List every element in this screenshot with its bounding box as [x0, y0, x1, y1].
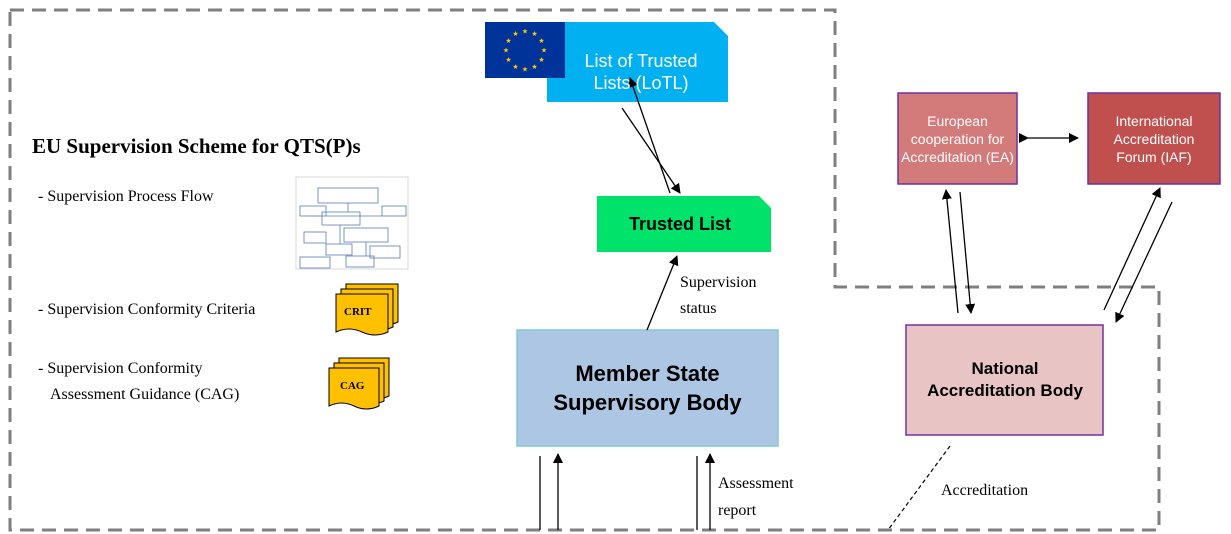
- eu-star: ★: [522, 28, 528, 36]
- supervision-status-label-line2: status: [680, 300, 717, 317]
- supervision-status-label-line1: Supervision: [680, 274, 757, 291]
- eu-star: ★: [505, 56, 511, 64]
- nab-to-iaf-arrow: [1103, 187, 1161, 311]
- bullet-conformity-assessment-line2: Assessment Guidance (CAG): [50, 386, 240, 403]
- bullet-conformity-criteria: - Supervision Conformity Criteria: [38, 301, 256, 318]
- eu-star: ★: [512, 63, 518, 71]
- lotl-label: List of Trusted Lists (LoTL): [584, 51, 698, 93]
- accreditation-dashed-line: [887, 445, 951, 531]
- assessment-report-label-line1: Assessment: [718, 475, 794, 492]
- nab-to-ea-arrow: [941, 189, 959, 314]
- nab-label: National Accreditation Body: [927, 359, 1083, 400]
- eu-scope-dashed-border: [8, 8, 1161, 532]
- trusted-list-shape: [597, 196, 771, 252]
- lotl-to-trusted-list-arrow: [621, 107, 681, 194]
- eu-flag-icon: ★★★★★★★★★★★★: [485, 22, 565, 78]
- eu-star: ★: [505, 37, 511, 45]
- trusted-list-label: Trusted List: [628, 213, 731, 234]
- accreditation-label: Accreditation: [941, 482, 1029, 499]
- supervision-status-arrow: [646, 255, 679, 331]
- iaf-shape: [1087, 92, 1221, 185]
- crit-document-icon: [335, 283, 399, 336]
- bullet-process-flow: - Supervision Process Flow: [38, 188, 214, 205]
- cag-document-icon: [328, 357, 390, 410]
- ms-supervisory-body-shape: [516, 329, 779, 447]
- cag-label: CAG: [340, 380, 365, 392]
- process-flow-thumbnail: [295, 176, 409, 270]
- eu-star: ★: [541, 47, 547, 55]
- eu-star: ★: [512, 30, 518, 38]
- eu-star: ★: [531, 30, 537, 38]
- ea-label: European cooperation for Accreditation (…: [901, 112, 1014, 165]
- eu-star: ★: [503, 47, 509, 55]
- assessment-report-label-line2: report: [718, 502, 757, 519]
- ms-supervisory-body-label: Member State Supervisory Body: [553, 361, 742, 415]
- ea-to-nab-arrow: [959, 191, 976, 314]
- iaf-label: International Accreditation Forum (IAF): [1113, 112, 1195, 165]
- ea-shape: [897, 92, 1018, 185]
- nab-shape: [905, 324, 1104, 436]
- bullet-conformity-assessment: - Supervision Conformity: [38, 360, 203, 377]
- iaf-to-nab-arrow: [1115, 201, 1173, 323]
- eu-star: ★: [522, 66, 528, 74]
- eu-star: ★: [538, 56, 544, 64]
- crit-label: CRIT: [344, 306, 372, 318]
- trusted-list-to-lotl-arrow: [628, 77, 671, 194]
- eu-star: ★: [538, 37, 544, 45]
- scheme-title: EU Supervision Scheme for QTS(P)s: [32, 134, 361, 158]
- lotl-shape: [547, 22, 728, 102]
- eu-star: ★: [531, 63, 537, 71]
